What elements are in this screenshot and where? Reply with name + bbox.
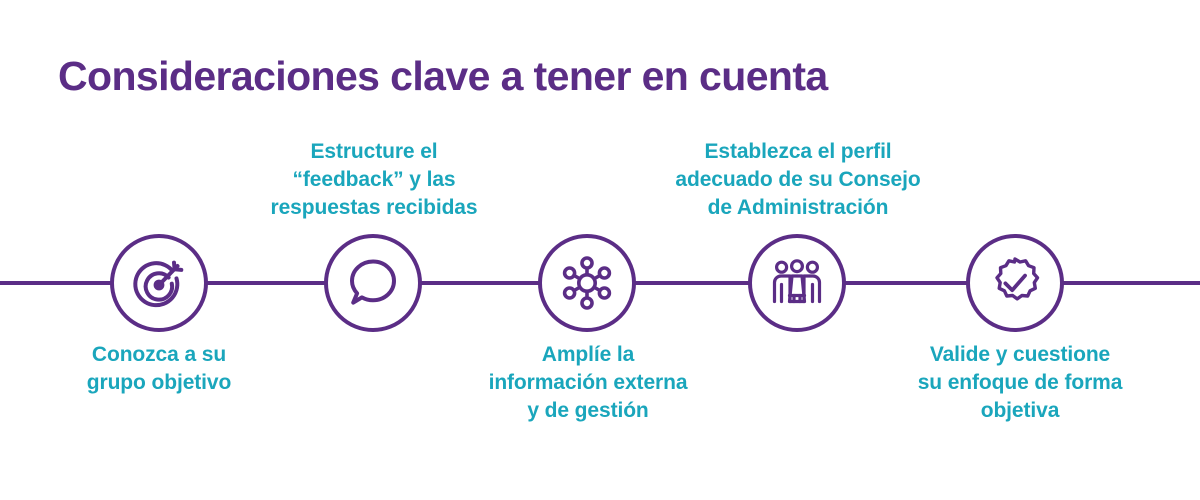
speech-bubble-icon: [344, 254, 402, 312]
caption-line: su enfoque de forma: [917, 370, 1123, 394]
node-circle: [748, 234, 846, 332]
timeline-node-step-2[interactable]: [324, 234, 422, 332]
caption-line: Estructure el: [310, 140, 438, 164]
caption-step-3: Amplíe la información externa y de gesti…: [452, 341, 724, 425]
node-circle: [324, 234, 422, 332]
caption-line: Conozca a su: [91, 343, 227, 366]
caption-step-4: Establezca el perfil adecuado de su Cons…: [640, 138, 956, 222]
network-hub-icon: [558, 254, 616, 312]
caption-line: Amplíe la: [541, 343, 635, 366]
caption-line: “feedback” y las: [292, 168, 456, 192]
caption-line: y de gestión: [527, 398, 649, 422]
caption-line: respuestas recibidas: [270, 196, 478, 220]
caption-line: grupo objetivo: [86, 370, 232, 394]
caption-line: Establezca el perfil: [704, 140, 892, 164]
verified-check-badge-icon: [986, 254, 1044, 312]
caption-line: objetiva: [980, 398, 1060, 422]
caption-line: Valide y cuestione: [929, 343, 1111, 366]
people-group-icon: [768, 254, 826, 312]
caption-line: información externa: [488, 370, 688, 394]
caption-step-1: Conozca a su grupo objetivo: [46, 341, 272, 397]
caption-line: adecuado de su Consejo: [675, 168, 921, 192]
page-title: Consideraciones clave a tener en cuenta: [58, 53, 828, 100]
timeline-node-step-4[interactable]: [748, 234, 846, 332]
caption-step-2: Estructure el “feedback” y las respuesta…: [240, 138, 508, 222]
timeline-node-step-1[interactable]: [110, 234, 208, 332]
timeline-node-step-5[interactable]: [966, 234, 1064, 332]
target-arrow-icon: [130, 254, 188, 312]
node-circle: [966, 234, 1064, 332]
caption-line: de Administración: [707, 196, 889, 220]
timeline-node-step-3[interactable]: [538, 234, 636, 332]
caption-step-5: Valide y cuestione su enfoque de forma o…: [886, 341, 1154, 425]
